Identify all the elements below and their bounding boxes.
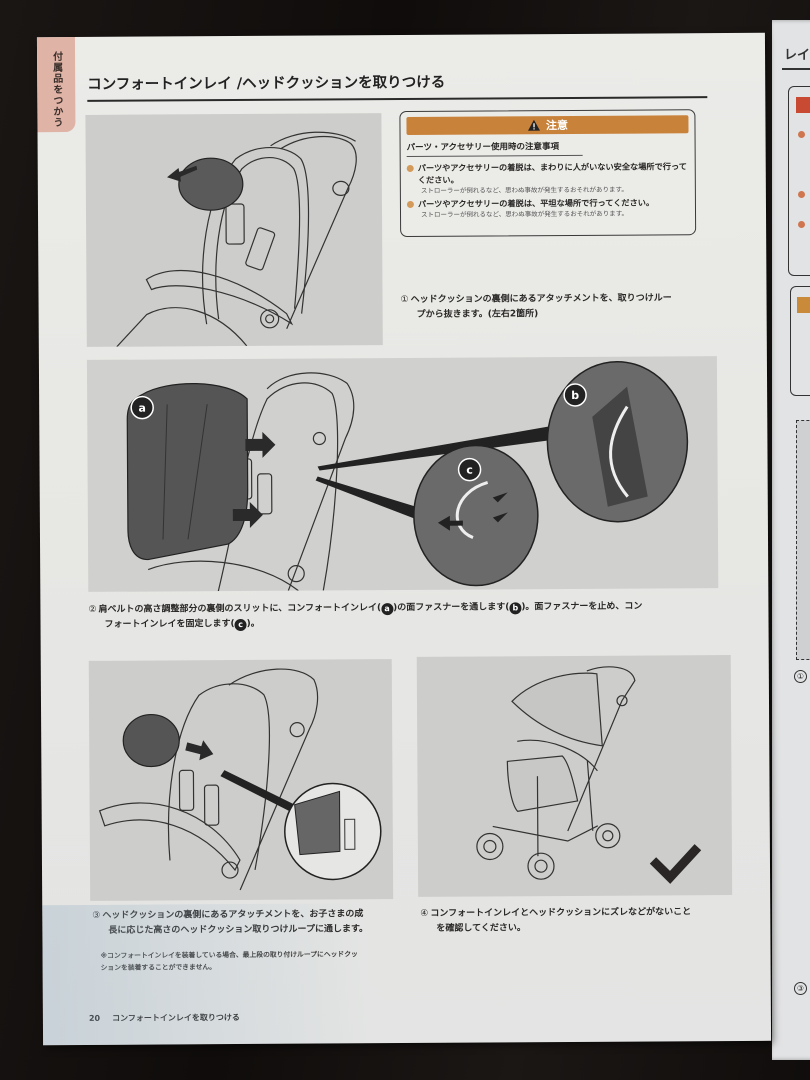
note-line: ションを装着することができません。 [100, 963, 216, 972]
caution-item-text: パーツやアクセサリーの着脱は、平坦な場所で行ってください。 [417, 197, 655, 209]
step-number: ④ [420, 908, 429, 919]
step-text-line: を確認してください。 [436, 923, 526, 934]
caution-item: パーツやアクセサリーの着脱は、まわりに人がいない安全な場所で行ってください。 [406, 160, 689, 186]
step-number: ② [88, 604, 97, 615]
adjacent-dashed-illustration [796, 420, 810, 660]
adjacent-page-title: レイ [784, 48, 810, 63]
complete-stroller-drawing [476, 666, 702, 884]
step-text: )。 [246, 618, 260, 629]
adjacent-step-marker: ③ [794, 982, 807, 995]
arrow-right-icon [232, 501, 263, 528]
manual-page: 付属品をつかう コンフォートインレイ /ヘッドクッションを取りつける [36, 32, 772, 1046]
adjacent-warning-header [796, 97, 810, 113]
headcushion-shape [178, 157, 244, 211]
step-text-line: ヘッドクッションの裏側にあるアタッチメントを、お子さまの成 [102, 909, 364, 921]
step-3-note: ※コンフォートインレイを装着している場合、最上段の取り付けループにヘッドクッ シ… [101, 948, 401, 974]
headcushion-attach-drawing [98, 668, 382, 891]
step-text-line: ヘッドクッションの裏側にあるアタッチメントを、取りつけルー [410, 293, 672, 305]
caution-box: 注意 パーツ・アクセサリー使用時の注意事項 パーツやアクセサリーの着脱は、まわり… [399, 109, 697, 238]
comfort-inlay-shape [126, 383, 249, 561]
caution-header-label: 注意 [545, 118, 569, 133]
adjacent-warning-box [788, 86, 810, 276]
step-text-line: プから抜きます。(左右2箇所) [416, 309, 539, 320]
arrow-left-icon [167, 165, 198, 182]
caution-subtitle: パーツ・アクセサリー使用時の注意事項 [406, 139, 583, 157]
step-text: )。面ファスナーを止め、コン [521, 601, 643, 613]
footer-title: コンフォートインレイを取りつける [112, 1013, 240, 1023]
bullet-icon [798, 131, 805, 138]
bullet-icon [406, 164, 414, 172]
warning-triangle-icon [527, 119, 540, 131]
label-a: a [130, 395, 154, 420]
caution-item-note: ストローラーが倒れるなど、思わぬ事故が発生するおそれがあります。 [420, 185, 628, 195]
badge-b: b [509, 602, 522, 615]
section-tab-label: 付属品をつかう [50, 51, 62, 129]
arrow-right-icon [245, 431, 276, 458]
caution-item-text: パーツやアクセサリーの着脱は、まわりに人がいない安全な場所で行ってください。 [417, 161, 687, 185]
note-line: ※コンフォートインレイを装着している場合、最上段の取り付けループにヘッドクッ [100, 950, 358, 960]
arrow-left-icon [437, 515, 463, 531]
svg-text:c: c [466, 464, 473, 477]
page-number: 20 [88, 1013, 101, 1023]
adjacent-caution-header [797, 297, 810, 313]
bullet-icon [798, 221, 805, 228]
caution-header: 注意 [406, 115, 689, 135]
step-text: )の面ファスナーを通します( [393, 602, 510, 614]
illustration-step-2: a b c [86, 356, 719, 592]
illustration-step-4 [416, 655, 733, 897]
step-number: ③ [92, 910, 101, 921]
section-tab: 付属品をつかう [36, 37, 76, 133]
check-mark-icon [649, 844, 702, 884]
step-text-line: 長に応じた高さのヘッドクッション取りつけループに通します。 [108, 924, 369, 936]
step-text: フォートインレイを固定します( [104, 619, 235, 630]
caution-item-note: ストローラーが倒れるなど、思わぬ事故が発生するおそれがあります。 [420, 209, 629, 219]
adjacent-caution-box [790, 286, 810, 396]
step-text-line: コンフォートインレイとヘッドクッションにズレなどがないこと [430, 907, 692, 919]
bullet-icon [798, 191, 805, 198]
badge-a: a [381, 603, 394, 616]
badge-c: c [234, 618, 247, 632]
step-text: 肩ベルトの高さ調整部分の裏側のスリットに、コンフォートインレイ( [98, 603, 382, 615]
adjacent-page: レイ ① ③ [772, 20, 810, 1060]
adjacent-title-rule [782, 68, 810, 70]
bullet-icon [406, 200, 414, 208]
headcushion-shape [122, 713, 180, 768]
illustration-step-1 [85, 113, 383, 347]
arrow-right-icon [185, 740, 214, 761]
comfort-inlay-drawing: a b c [126, 360, 689, 592]
svg-text:a: a [138, 402, 146, 415]
svg-text:b: b [571, 389, 579, 402]
detail-circle-c [413, 444, 539, 587]
illustration-step-3 [88, 659, 394, 901]
caution-item: パーツやアクセサリーの着脱は、平坦な場所で行ってください。 [406, 196, 689, 210]
adjacent-step-marker: ① [794, 670, 807, 683]
step-number: ① [400, 294, 409, 306]
label-c: c [457, 457, 482, 482]
label-b: b [563, 383, 587, 407]
page-footer: 20 コンフォートインレイを取りつける [89, 1012, 240, 1024]
stroller-seat-drawing [116, 131, 357, 347]
page-title: コンフォートインレイ /ヘッドクッションを取りつける [87, 69, 708, 102]
